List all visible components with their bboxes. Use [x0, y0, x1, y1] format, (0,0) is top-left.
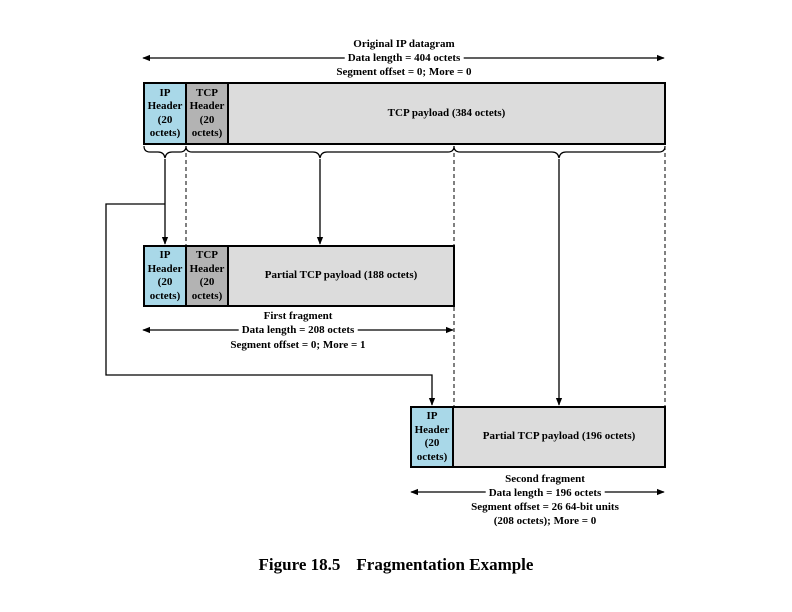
first-fragment-title: First fragment — [260, 309, 336, 323]
figure-number: Figure 18.5 — [258, 555, 341, 574]
brace-tcp-payload — [185, 145, 455, 159]
original-data-length: Data length = 404 octets — [344, 51, 464, 65]
original-tcp-header: TCP Header (20 octets) — [185, 82, 229, 145]
first-fragment-data-length: Data length = 208 octets — [238, 323, 358, 337]
first-tcp-header: TCP Header (20 octets) — [185, 245, 229, 307]
first-partial-payload: Partial TCP payload (188 octets) — [227, 245, 455, 307]
second-fragment-offset-line2: (208 octets); More = 0 — [490, 514, 600, 528]
figure-caption: Figure 18.5 Fragmentation Example — [0, 555, 792, 575]
second-ip-header: IP Header (20 octets) — [410, 406, 454, 468]
first-ip-header: IP Header (20 octets) — [143, 245, 187, 307]
original-title: Original IP datagram — [350, 37, 458, 51]
brace-ip-header — [143, 145, 187, 159]
second-fragment-offset-line1: Segment offset = 26 64-bit units — [468, 500, 622, 514]
second-fragment-data-length: Data length = 196 octets — [485, 486, 605, 500]
brace-second-payload — [453, 145, 666, 159]
second-partial-payload: Partial TCP payload (196 octets) — [452, 406, 666, 468]
figure-title: Fragmentation Example — [356, 555, 534, 574]
original-tcp-payload: TCP payload (384 octets) — [227, 82, 666, 145]
first-fragment-offset-more: Segment offset = 0; More = 1 — [227, 338, 369, 352]
original-offset-more: Segment offset = 0; More = 0 — [333, 65, 475, 79]
second-fragment-title: Second fragment — [502, 472, 588, 486]
original-ip-header: IP Header (20 octets) — [143, 82, 187, 145]
arrow-ip-to-second — [105, 203, 436, 406]
